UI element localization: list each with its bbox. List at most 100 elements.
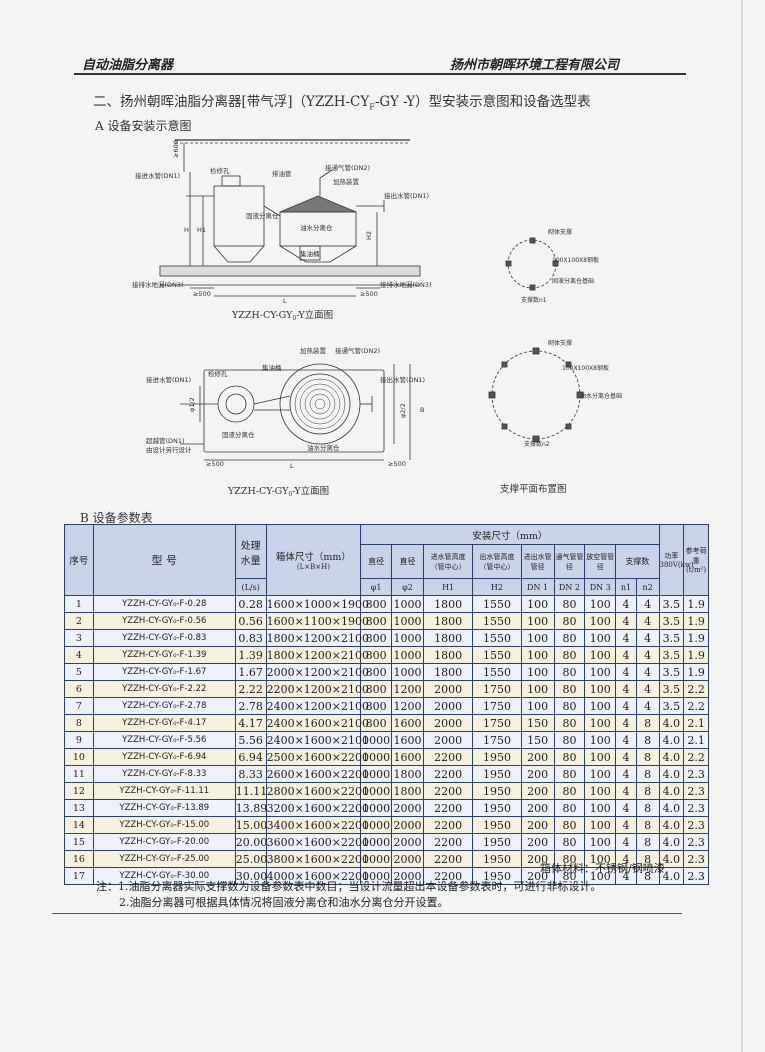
table-cell: 0.83 bbox=[234, 629, 267, 647]
table-cell: 4 bbox=[615, 765, 637, 783]
table-cell: 2.3 bbox=[683, 850, 709, 868]
table-cell: 4 bbox=[615, 646, 637, 664]
table-cell: 4 bbox=[635, 629, 660, 647]
table-cell: 1600 bbox=[391, 714, 424, 732]
col-h1: 进水管高度（管中心） bbox=[422, 544, 474, 579]
table-cell: 2500×1600×2200 bbox=[265, 748, 369, 766]
table-cell: 3200×1600×2200 bbox=[265, 799, 369, 817]
subtitle-b: B 设备参数表 bbox=[80, 511, 153, 525]
elev-access-label: 检修孔 bbox=[210, 166, 230, 175]
table-cell: 100 bbox=[584, 680, 617, 698]
table-cell: 1950 bbox=[472, 782, 522, 800]
col-seq: 序号 bbox=[64, 524, 94, 596]
plan-500-left: ≥500 bbox=[206, 460, 224, 468]
table-cell: 100 bbox=[584, 697, 617, 715]
table-cell: 3600×1600×2200 bbox=[265, 833, 369, 851]
table-cell: 3.5 bbox=[658, 646, 685, 664]
table-cell: 4 bbox=[615, 612, 637, 630]
table-cell: 12 bbox=[64, 782, 94, 800]
table-cell: 1000 bbox=[360, 867, 393, 885]
table-cell: 80 bbox=[553, 833, 586, 851]
plan-inlet-label: 接进水管(DN1) bbox=[146, 375, 191, 384]
elev-h600: ≥600 bbox=[172, 140, 180, 158]
table-cell: 1800 bbox=[422, 629, 474, 647]
table-cell: 100 bbox=[520, 612, 555, 630]
table-cell: 4.0 bbox=[658, 833, 685, 851]
table-cell: 1950 bbox=[472, 850, 522, 868]
col-flow: 处理水量 bbox=[234, 524, 267, 579]
table-cell: YZZH-CY-GY₀-F-5.56 bbox=[92, 731, 236, 749]
table-cell: 5 bbox=[64, 663, 94, 681]
table-cell: 800 bbox=[360, 612, 393, 630]
section-title-sub: F bbox=[369, 102, 375, 112]
table-cell: YZZH-CY-GY₀-F-0.28 bbox=[92, 595, 236, 613]
table-cell: 13.89 bbox=[234, 799, 268, 817]
table-cell: YZZH-CY-GY₀-F-15.00 bbox=[92, 816, 236, 834]
table-cell: 4 bbox=[635, 663, 660, 681]
table-cell: 1.67 bbox=[234, 663, 267, 681]
plan-caption: YZZH-CY-GY0-Y立面图 bbox=[227, 485, 329, 498]
table-cell: 100 bbox=[584, 850, 617, 868]
table-cell: YZZH-CY-GY₀-F-30.00 bbox=[92, 867, 236, 885]
table-cell: 2200 bbox=[422, 782, 474, 800]
material-note: 箱体材料：不锈钢/钢喷漆 bbox=[540, 862, 665, 875]
s1-plate-label: 100X100X8钢板 bbox=[552, 256, 599, 264]
table-cell: 1000 bbox=[360, 799, 393, 817]
table-cell: YZZH-CY-GY₀-F-1.39 bbox=[92, 646, 236, 664]
table-cell: 2200 bbox=[422, 765, 474, 783]
table-cell: 800 bbox=[360, 629, 393, 647]
table-cell: 30.00 bbox=[234, 867, 268, 885]
table-cell: 2.2 bbox=[683, 680, 709, 698]
table-cell: YZZH-CY-GY₀-F-6.94 bbox=[92, 748, 236, 766]
table-cell: 4 bbox=[615, 714, 637, 732]
sym-dn1: DN 1 bbox=[520, 578, 555, 596]
elev-h1-label: H1 bbox=[197, 226, 206, 234]
table-cell: 80 bbox=[553, 680, 586, 698]
s2-support-label: 砌体支撑 bbox=[548, 339, 572, 347]
table-cell: 1800 bbox=[391, 782, 424, 800]
header-rule bbox=[74, 73, 686, 75]
table-cell: 2000 bbox=[422, 731, 474, 749]
table-cell: 4 bbox=[615, 595, 637, 613]
table-cell: 200 bbox=[520, 748, 555, 766]
col-d2: 直径 bbox=[391, 544, 424, 579]
table-cell: 4.0 bbox=[658, 731, 685, 749]
table-cell: 2.3 bbox=[683, 765, 709, 783]
elev-500-right: ≥500 bbox=[360, 290, 378, 298]
table-cell: 1600 bbox=[391, 748, 424, 766]
support-n1-diagram bbox=[505, 237, 559, 291]
table-cell: 1950 bbox=[472, 765, 522, 783]
table-cell: 13 bbox=[64, 799, 94, 817]
table-cell: 80 bbox=[553, 663, 586, 681]
col-d1: 直径 bbox=[360, 544, 393, 579]
col-power: 功率380V(kw) bbox=[658, 524, 694, 596]
table-cell: 200 bbox=[520, 833, 555, 851]
table-cell: 2 bbox=[64, 612, 94, 630]
table-cell: 200 bbox=[520, 782, 555, 800]
s2-caption: 支撑数n2 bbox=[524, 440, 550, 448]
table-cell: 2000 bbox=[391, 816, 424, 834]
table-cell: YZZH-CY-GY₀-F-4.17 bbox=[92, 714, 236, 732]
table-cell: 80 bbox=[553, 816, 586, 834]
table-cell: 100 bbox=[520, 646, 555, 664]
table-cell: 1000 bbox=[360, 765, 393, 783]
table-cell: 2200 bbox=[422, 816, 474, 834]
table-cell: 4 bbox=[615, 731, 637, 749]
table-cell: 8 bbox=[635, 782, 660, 800]
table-cell: 2.3 bbox=[683, 782, 709, 800]
table-cell: 80 bbox=[553, 799, 586, 817]
table-cell: 1000 bbox=[360, 782, 393, 800]
table-cell: 100 bbox=[584, 731, 617, 749]
table-cell: 1000 bbox=[360, 850, 393, 868]
table-cell: 200 bbox=[520, 816, 555, 834]
table-cell: 8 bbox=[635, 748, 660, 766]
table-cell: 1.9 bbox=[683, 595, 709, 613]
table-cell: 1.9 bbox=[683, 646, 709, 664]
table-cell: 1550 bbox=[472, 663, 522, 681]
